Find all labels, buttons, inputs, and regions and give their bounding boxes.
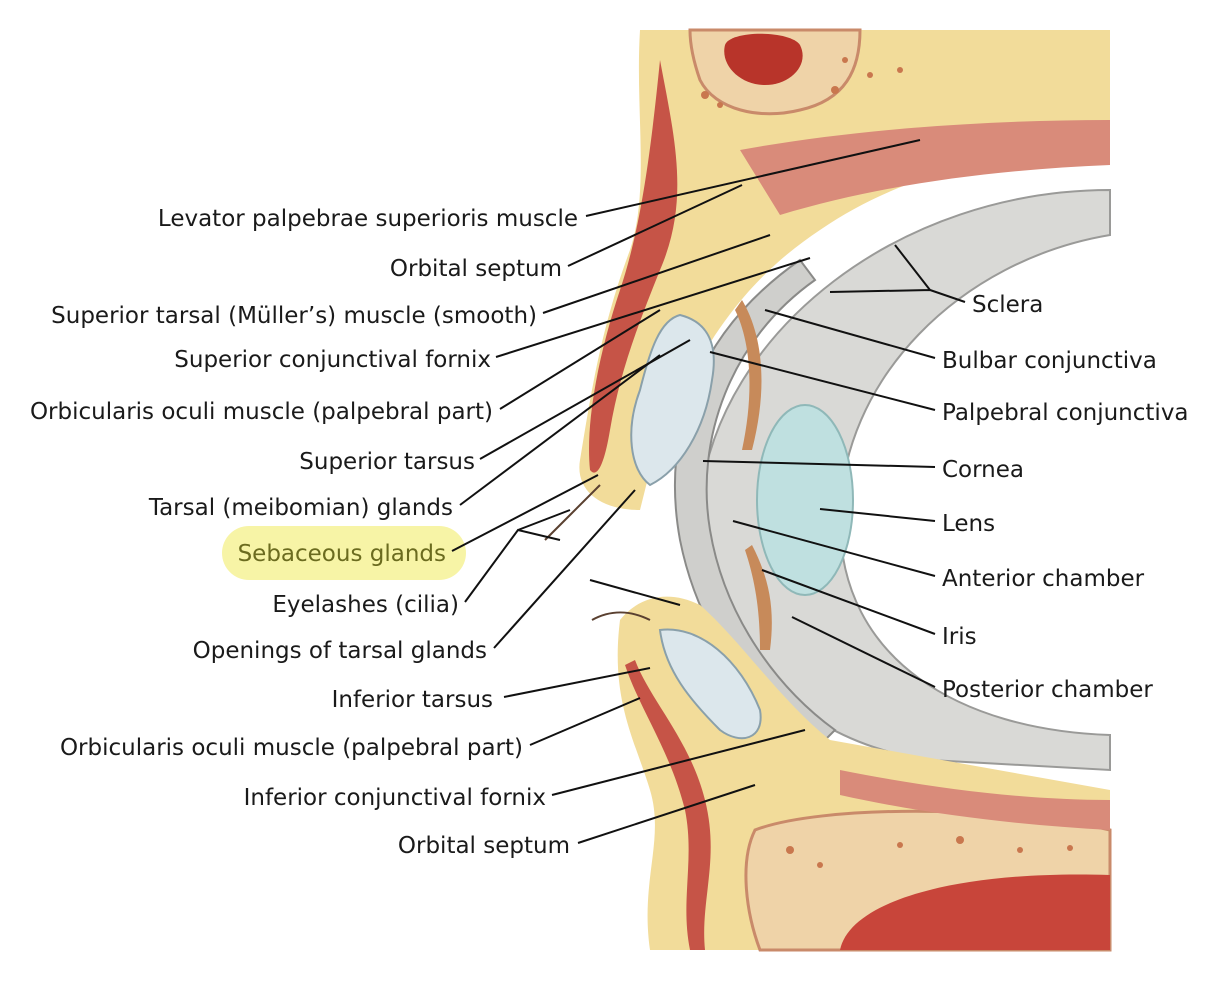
label-posterior-chamber: Posterior chamber: [942, 677, 1153, 703]
label-sclera: Sclera: [972, 292, 1043, 318]
label-superior-tarsus: Superior tarsus: [299, 449, 475, 475]
label-iris: Iris: [942, 624, 977, 650]
label-sebaceous-glands: Sebaceous glands: [238, 541, 446, 567]
lower-tarsus-shape: [658, 628, 762, 740]
leader-cornea: [702, 460, 936, 468]
label-superior-conjunctival-fornix: Superior conjunctival fornix: [174, 347, 491, 373]
leader-openings: [493, 489, 636, 649]
upper-orbicularis: [589, 60, 678, 473]
lower-sinus: [840, 874, 1110, 950]
leader-anterior-chamber: [732, 520, 936, 577]
label-eyelashes: Eyelashes (cilia): [272, 592, 459, 618]
iris-shape-lower: [745, 545, 772, 650]
label-palpebral-conjunctiva: Palpebral conjunctiva: [942, 400, 1189, 426]
leader-bulbar: [764, 309, 936, 359]
leader-orbital-septum-upper: [567, 184, 743, 267]
label-levator: Levator palpebrae superioris muscle: [158, 206, 578, 232]
lower-orbicularis: [625, 660, 711, 950]
upper-eyelashes: [544, 484, 601, 541]
leader-eyelashes: [464, 509, 571, 603]
lower-eyelashes: [591, 611, 651, 621]
label-cornea: Cornea: [942, 457, 1024, 483]
label-inferior-tarsus: Inferior tarsus: [332, 687, 493, 713]
leader-orbicularis-upper: [499, 309, 661, 410]
label-inferior-conjunctival-fornix: Inferior conjunctival fornix: [244, 785, 546, 811]
label-anterior-chamber: Anterior chamber: [942, 566, 1145, 592]
leader-palpebral: [709, 351, 936, 411]
anatomy-illustration: [544, 28, 1112, 952]
levator-muscle: [740, 120, 1110, 215]
leader-sclera: [829, 244, 966, 303]
label-orbicularis-upper: Orbicularis oculi muscle (palpebral part…: [30, 399, 493, 425]
leader-inferior-fornix: [551, 729, 806, 796]
leader-tarsal-glands: [459, 354, 661, 506]
leader-orbicularis-lower: [529, 697, 641, 746]
leader-posterior-chamber: [791, 616, 936, 688]
leader-lens: [819, 508, 936, 522]
bone-texture-upper: [701, 57, 903, 108]
leader-levator: [585, 139, 921, 217]
label-orbital-septum-lower: Orbital septum: [398, 833, 570, 859]
label-lens: Lens: [942, 511, 995, 537]
label-superior-tarsal-muscle: Superior tarsal (Müller’s) muscle (smoot…: [51, 303, 537, 329]
lower-muscle-band: [840, 770, 1110, 830]
leader-iris: [761, 569, 936, 635]
leader-superior-tarsal-muscle: [542, 234, 771, 314]
lens-shape: [756, 404, 854, 596]
leader-sebaceous: [451, 474, 599, 552]
leader-orbital-septum-lower: [577, 784, 756, 844]
leader-superior-fornix: [495, 257, 811, 358]
iris-shape: [735, 300, 762, 450]
label-openings-tarsal-glands: Openings of tarsal glands: [193, 638, 487, 664]
label-bulbar-conjunctiva: Bulbar conjunctiva: [942, 348, 1157, 374]
leader-openings-lower: [589, 579, 681, 606]
right-labels: Sclera Bulbar conjunctiva Palpebral conj…: [942, 292, 1189, 703]
upper-sinus: [724, 33, 803, 85]
leader-lines: [451, 139, 966, 844]
sebaceous-highlight: [222, 526, 466, 580]
left-labels: Levator palpebrae superioris muscle Orbi…: [30, 206, 578, 859]
label-tarsal-glands: Tarsal (meibomian) glands: [148, 495, 453, 521]
label-orbital-septum-upper: Orbital septum: [390, 256, 562, 282]
label-orbicularis-lower: Orbicularis oculi muscle (palpebral part…: [60, 735, 523, 761]
leader-inferior-tarsus: [503, 667, 651, 698]
bone-texture-lower: [786, 836, 1073, 868]
